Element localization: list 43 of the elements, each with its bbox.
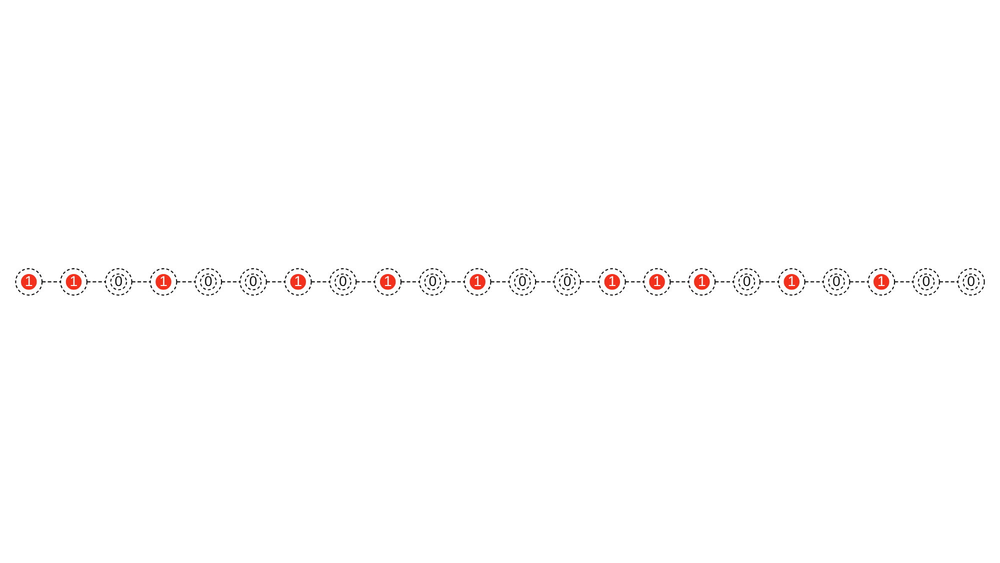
connector: [356, 280, 375, 282]
node-circle: 0: [418, 268, 446, 296]
connector: [804, 280, 824, 282]
connector: [939, 280, 958, 282]
node-circle: 0: [957, 268, 985, 296]
node-circle: 0: [508, 268, 536, 296]
node-circle: 0: [240, 268, 267, 296]
node-circle: 0: [822, 268, 850, 296]
connector: [132, 280, 150, 282]
connector: [670, 280, 689, 282]
node-circle: 1: [778, 268, 806, 296]
node-circle: 0: [194, 268, 222, 296]
connector: [580, 280, 599, 282]
node-circle: 1: [643, 268, 671, 296]
node-circle: 0: [554, 268, 582, 296]
node-circle: 1: [868, 268, 896, 296]
node-circle: 1: [15, 268, 43, 296]
node-circle: 0: [912, 268, 940, 296]
connector: [176, 280, 196, 282]
node-circle: 1: [464, 268, 492, 296]
node-circle: 1: [598, 268, 626, 296]
node-circle: 0: [733, 268, 760, 296]
connector: [446, 280, 464, 282]
connector: [42, 280, 61, 282]
connector: [760, 280, 778, 282]
node-circle: 1: [150, 268, 178, 296]
connector: [536, 280, 554, 282]
node-circle: 0: [104, 268, 132, 296]
connector: [894, 280, 914, 282]
connector: [490, 280, 510, 282]
connector: [222, 280, 240, 282]
connector: [715, 280, 734, 282]
node-circle: 1: [60, 268, 88, 296]
connector: [401, 280, 420, 282]
node-circle: 1: [688, 268, 716, 296]
connector: [625, 280, 644, 282]
connector: [311, 280, 330, 282]
node-circle: 1: [284, 268, 312, 296]
connector: [266, 280, 285, 282]
node-circle: 1: [374, 268, 402, 296]
node-circle: 0: [329, 268, 357, 296]
connector: [86, 280, 106, 282]
connector: [850, 280, 868, 282]
